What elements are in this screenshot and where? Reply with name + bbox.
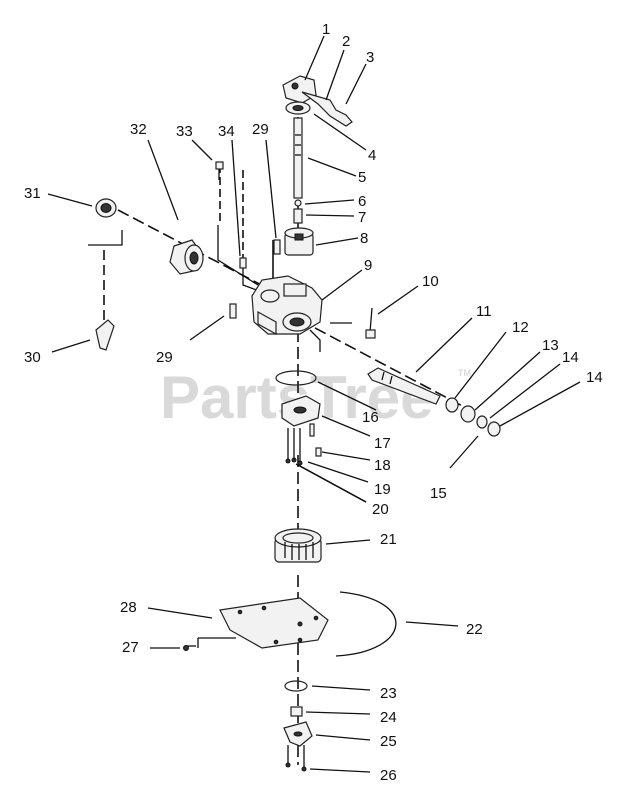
callout-34: 34	[218, 123, 235, 140]
bracket-screws	[285, 745, 307, 772]
spring	[293, 208, 303, 224]
callout-30: 30	[24, 349, 41, 366]
dowel-pin-upper	[273, 239, 281, 255]
float-bowl	[274, 528, 322, 563]
callout-9: 9	[364, 257, 372, 274]
callout-12: 12	[512, 319, 529, 336]
float-pins	[285, 428, 322, 466]
callout-13: 13	[542, 337, 559, 354]
center-axis	[88, 100, 471, 765]
watermark-trademark: TM	[458, 368, 471, 378]
dowel-pin-lower	[229, 303, 237, 319]
bowl-bracket	[283, 721, 313, 747]
callout-17: 17	[374, 435, 391, 452]
callout-2: 2	[342, 33, 350, 50]
callout-20: 20	[372, 501, 389, 518]
float	[281, 395, 321, 437]
callout-16: 16	[362, 409, 379, 426]
throttle-valve	[284, 227, 314, 256]
mixture-needle	[367, 367, 441, 405]
washer	[294, 199, 302, 207]
callout-25: 25	[380, 733, 397, 750]
callout-18: 18	[374, 457, 391, 474]
callout-1: 1	[322, 21, 330, 38]
callout-32: 32	[130, 121, 147, 138]
bowl-nut	[290, 706, 303, 717]
callout-31: 31	[24, 185, 41, 202]
primer-clip	[95, 319, 115, 351]
callout-labels: 1 2 3 4 5 6 7 8 9 10 11 12 13 14 14 15 1…	[24, 21, 603, 784]
float-bowl-gasket	[275, 370, 317, 386]
callout-26: 26	[380, 767, 397, 784]
leader-lines	[47, 35, 581, 773]
bowl-o-ring	[284, 680, 308, 692]
callout-21: 21	[380, 531, 397, 548]
callout-23: 23	[380, 685, 397, 702]
callout-4: 4	[368, 147, 376, 164]
callout-24: 24	[380, 709, 397, 726]
callout-3: 3	[366, 49, 374, 66]
callout-14a: 14	[562, 349, 579, 366]
callout-8: 8	[360, 230, 368, 247]
fitting	[239, 257, 247, 269]
small-screw	[215, 161, 224, 180]
carburetor-body	[251, 275, 323, 336]
callout-28: 28	[120, 599, 137, 616]
fuel-bowl-plate	[219, 597, 329, 649]
callout-5: 5	[358, 169, 366, 186]
plate-screw	[183, 645, 196, 651]
callout-11: 11	[476, 303, 492, 320]
callout-15: 15	[430, 485, 447, 502]
throttle-shaft	[293, 117, 303, 199]
callout-10: 10	[422, 273, 439, 290]
callout-29a: 29	[252, 121, 269, 138]
callout-22: 22	[466, 621, 483, 638]
callout-33: 33	[176, 123, 193, 140]
callout-6: 6	[358, 193, 366, 210]
callout-19: 19	[374, 481, 391, 498]
primer-gasket	[335, 591, 397, 657]
callout-7: 7	[358, 209, 366, 226]
throttle-lever-assembly	[282, 75, 353, 127]
needle-seals	[445, 397, 501, 437]
shaft-seal	[95, 198, 117, 218]
primer-bulb	[169, 239, 204, 275]
callout-27: 27	[122, 639, 139, 656]
screw	[365, 307, 376, 339]
callout-14b: 14	[586, 369, 603, 386]
callout-29b: 29	[156, 349, 173, 366]
